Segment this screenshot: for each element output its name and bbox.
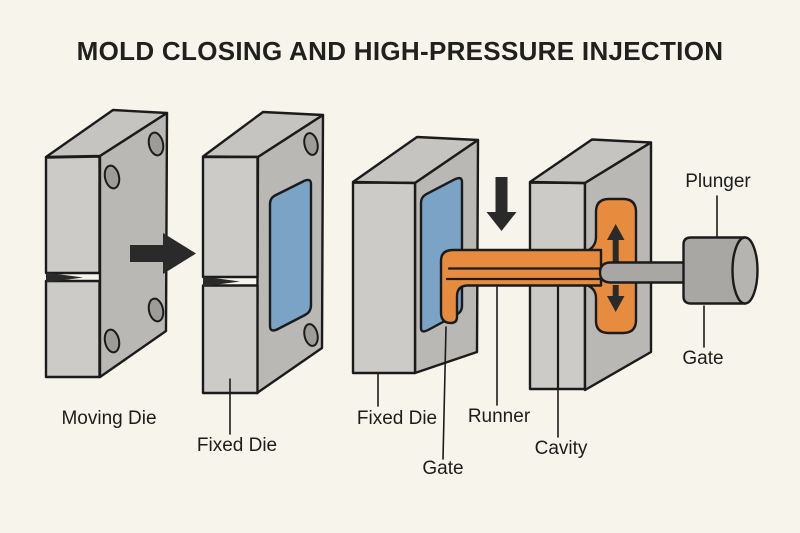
mold-cavity-blue [268, 178, 313, 332]
injection-pressure-arrow-icon [486, 177, 517, 231]
gate-left-leader-line [442, 326, 447, 460]
plunger-label: Plunger [685, 171, 751, 192]
fixed-die-left-lower-half [201, 284, 259, 395]
flow-down-arrow-icon [607, 285, 625, 312]
bolt-hole [147, 131, 165, 157]
plunger-assembly [598, 236, 759, 305]
plunger-body [682, 236, 747, 305]
runner-label: Runner [468, 406, 531, 427]
plunger-rod [598, 261, 688, 284]
bolt-hole [303, 132, 319, 156]
fixed-die-left-upper-half [201, 155, 259, 279]
bolt-hole [103, 164, 121, 190]
fixed-die-right-side-face [351, 181, 417, 375]
cavity-label: Cavity [535, 438, 588, 459]
bolt-hole [147, 297, 165, 323]
moving-die-lower-half [44, 279, 101, 379]
moving-die-parting-notch [46, 272, 83, 283]
fixed-die-right-label: Fixed Die [357, 408, 437, 429]
fixed-die-left-label: Fixed Die [197, 435, 277, 456]
fixed-die-left-parting-notch [203, 276, 240, 287]
bolt-hole [303, 323, 319, 347]
runner-and-gate [439, 248, 603, 325]
diagram-title: MOLD CLOSING AND HIGH-PRESSURE INJECTION [76, 36, 724, 66]
moving-die [44, 108, 169, 379]
gate-right-label: Gate [682, 348, 723, 369]
bolt-hole [103, 328, 121, 354]
flow-up-arrow-icon [607, 224, 625, 262]
gate-left-label: Gate [422, 458, 463, 479]
moving-die-upper-half [44, 155, 101, 275]
plunger-end-cap [731, 236, 759, 305]
fixed-die-left [201, 110, 325, 395]
closing-direction-arrow-icon [130, 233, 196, 274]
moving-die-label: Moving Die [61, 408, 156, 429]
